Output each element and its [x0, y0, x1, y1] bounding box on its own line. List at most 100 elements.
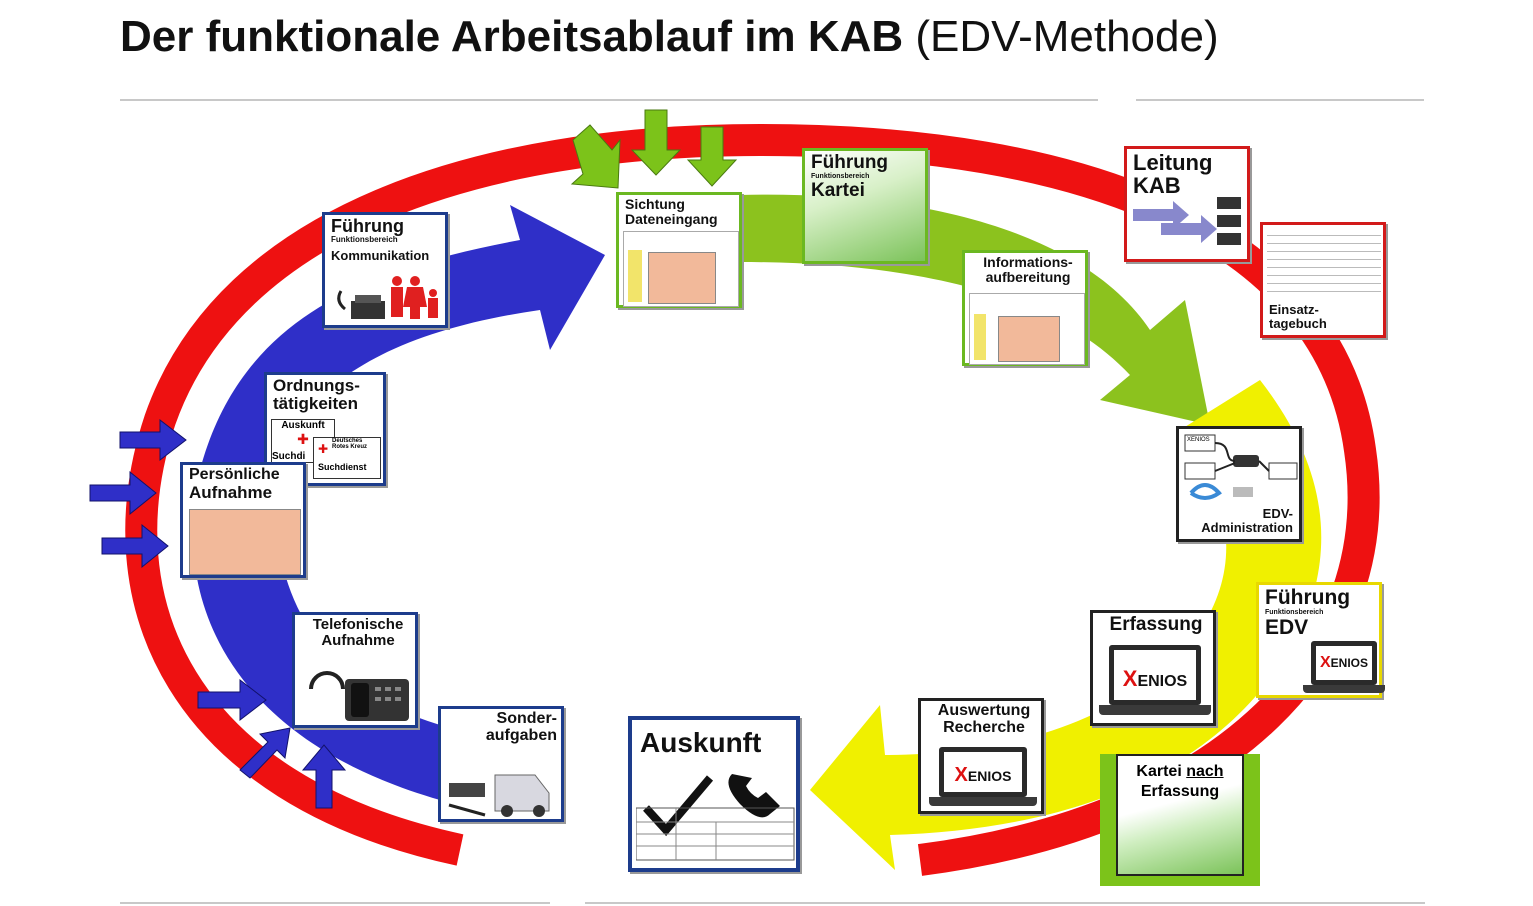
green-input-arrow-mid — [630, 109, 682, 176]
card-erfassung[interactable]: Erfassung XENIOS — [1090, 610, 1216, 726]
form-writing-icon — [189, 509, 301, 575]
card-fka-sub: Funktionsbereich — [811, 172, 870, 180]
card-ia-line1: Informations- — [983, 254, 1073, 270]
laptop-base-erfassung — [1099, 705, 1211, 715]
title-suffix: (EDV-Methode) — [915, 12, 1219, 61]
card-fe-line1: Führung — [1265, 586, 1351, 609]
card-sd-line2: Dateneingang — [625, 210, 718, 227]
yellow-arrow — [810, 380, 1322, 870]
card-sonderaufgaben[interactable]: Sonder- aufgaben — [438, 706, 564, 822]
card-fk-sub: Funktionsbereich — [331, 234, 398, 244]
card-fk-line2: Kommunikation — [331, 247, 430, 263]
suchdienst-label: Suchdienst — [318, 462, 367, 472]
xenios-rest: ENIOS — [1330, 656, 1368, 670]
card-fe-line2: EDV — [1265, 615, 1309, 639]
card-einsatztagebuch[interactable]: Einsatz- tagebuch — [1260, 222, 1386, 338]
org-chart-icon — [1133, 197, 1241, 245]
card-fka-line2: Kartei — [811, 179, 865, 201]
card-ord-line2: tätigkeiten — [273, 393, 359, 413]
checkmark-phone-icon — [636, 774, 795, 861]
xenios-rest: ENIOS — [1137, 673, 1188, 690]
card-kn-line1b: nach — [1186, 763, 1224, 780]
top-rule-right — [1136, 99, 1424, 101]
card-index-icon — [805, 151, 925, 261]
card-kn-line1a: Kartei — [1136, 763, 1187, 780]
van-tools-icon — [448, 774, 550, 817]
network-icon — [1184, 434, 1298, 500]
green-input-arrow-right — [686, 126, 738, 187]
blue-input-arrow-6 — [301, 744, 347, 809]
card-leitung-kab[interactable]: Leitung KAB — [1124, 146, 1250, 262]
card-ord-line1: Ordnungs- — [273, 376, 360, 395]
xenios-x: X — [1122, 666, 1138, 691]
card-ia-line2: aufbereitung — [985, 268, 1071, 285]
card-ea-line2: Administration — [1201, 519, 1293, 535]
xenios-x: X — [954, 764, 968, 786]
card-ar-line2: Recherche — [943, 718, 1025, 736]
bottom-rule-right — [585, 902, 1425, 904]
card-er-line1: Erfassung — [1109, 614, 1203, 635]
card-et-line1: Einsatz- — [1269, 302, 1319, 317]
green-input-arrows — [570, 109, 738, 189]
card-lk-line2: KAB — [1133, 173, 1181, 199]
top-rule-left — [120, 99, 1098, 101]
card-auswertung-recherche[interactable]: Auswertung Recherche XENIOS — [918, 698, 1044, 814]
blue-input-arrow-4 — [197, 678, 267, 722]
suchdienst-sign: Deutsches Rotes Kreuz ✚ Suchdienst — [313, 437, 381, 479]
card-ta-line2: Aufnahme — [321, 631, 395, 649]
xenios-small-label: XENIOS — [1187, 437, 1210, 443]
bottom-rule-left — [120, 902, 550, 904]
card-kartei-nach-erfassung[interactable]: Kartei nach Erfassung — [1100, 754, 1260, 886]
card-ea-line1: EDV- — [1262, 506, 1293, 521]
card-et-line2: tagebuch — [1269, 315, 1327, 331]
laptop-base-fuehrung-edv — [1303, 685, 1385, 693]
laptop-screen-fuehrung-edv: XENIOS — [1311, 641, 1377, 685]
logbook-icon — [1267, 229, 1381, 299]
headset-phone-icon — [309, 671, 409, 721]
card-ar-line1: Auswertung — [937, 702, 1031, 719]
blue-input-arrows — [89, 418, 347, 809]
card-sa-line2: aufgaben — [485, 726, 557, 744]
card-informationsaufbereitung[interactable]: Informations- aufbereitung — [962, 250, 1088, 366]
laptop-screen-erfassung: XENIOS — [1109, 645, 1201, 705]
card-pa-line1: Persönliche — [189, 466, 280, 483]
card-auskunft[interactable]: Auskunft — [628, 716, 800, 872]
laptop-base-auswertung — [929, 797, 1037, 806]
red-cross-icon: ✚ — [297, 431, 309, 447]
drk-cross-icon: ✚ — [318, 442, 329, 456]
card-ta-line1: Telefonische — [312, 616, 404, 633]
blue-input-arrow-2 — [89, 470, 157, 516]
card-ak-line1: Auskunft — [640, 727, 762, 758]
card-fuehrung-edv[interactable]: Führung Funktionsbereich EDV XENIOS — [1256, 582, 1385, 698]
card-edv-administration[interactable]: XENIOS EDV- Administration — [1176, 426, 1302, 542]
card-kn-line2: Erfassung — [1140, 783, 1220, 800]
blue-input-arrow-1 — [119, 418, 187, 462]
title-main: Der funktionale Arbeitsablauf im KAB — [120, 12, 904, 61]
card-fe-sub: Funktionsbereich — [1265, 609, 1324, 617]
card-fk-line1: Führung — [331, 216, 404, 236]
card-sichtung-dateneingang[interactable]: Sichtung Dateneingang — [616, 192, 742, 308]
xenios-x: X — [1319, 654, 1331, 671]
card-fuehrung-kommunikation[interactable]: Führung Funktionsbereich Kommunikation — [322, 212, 448, 328]
card-sa-line1: Sonder- — [496, 710, 557, 727]
card-sd-line1: Sichtung — [625, 196, 685, 212]
green-input-arrow-diagonal — [570, 124, 621, 189]
auskunft-label: Auskunft — [281, 420, 325, 431]
page-title: Der funktionale Arbeitsablauf im KAB (ED… — [120, 12, 1219, 62]
phone-family-icon — [337, 276, 438, 319]
blue-input-arrow-3 — [101, 523, 169, 569]
blue-input-arrow-5 — [239, 727, 291, 779]
suchdi-label: Suchdi — [272, 451, 306, 462]
card-lk-line1: Leitung — [1133, 150, 1213, 175]
xenios-rest: ENIOS — [967, 768, 1012, 784]
card-telefonische-aufnahme[interactable]: Telefonische Aufnahme — [292, 612, 418, 728]
card-pa-line2: Aufnahme — [189, 482, 273, 502]
laptop-screen-auswertung: XENIOS — [939, 747, 1027, 797]
card-fuehrung-kartei[interactable]: Führung Funktionsbereich Kartei — [802, 148, 928, 264]
card-index-icon — [1116, 754, 1244, 876]
forms-writing-icon — [969, 293, 1085, 365]
drk-label: Deutsches Rotes Kreuz — [332, 438, 368, 450]
forms-icon — [623, 231, 739, 307]
card-fka-line1: Führung — [811, 152, 889, 173]
card-persoenliche-aufnahme[interactable]: Persönliche Aufnahme — [180, 462, 306, 578]
